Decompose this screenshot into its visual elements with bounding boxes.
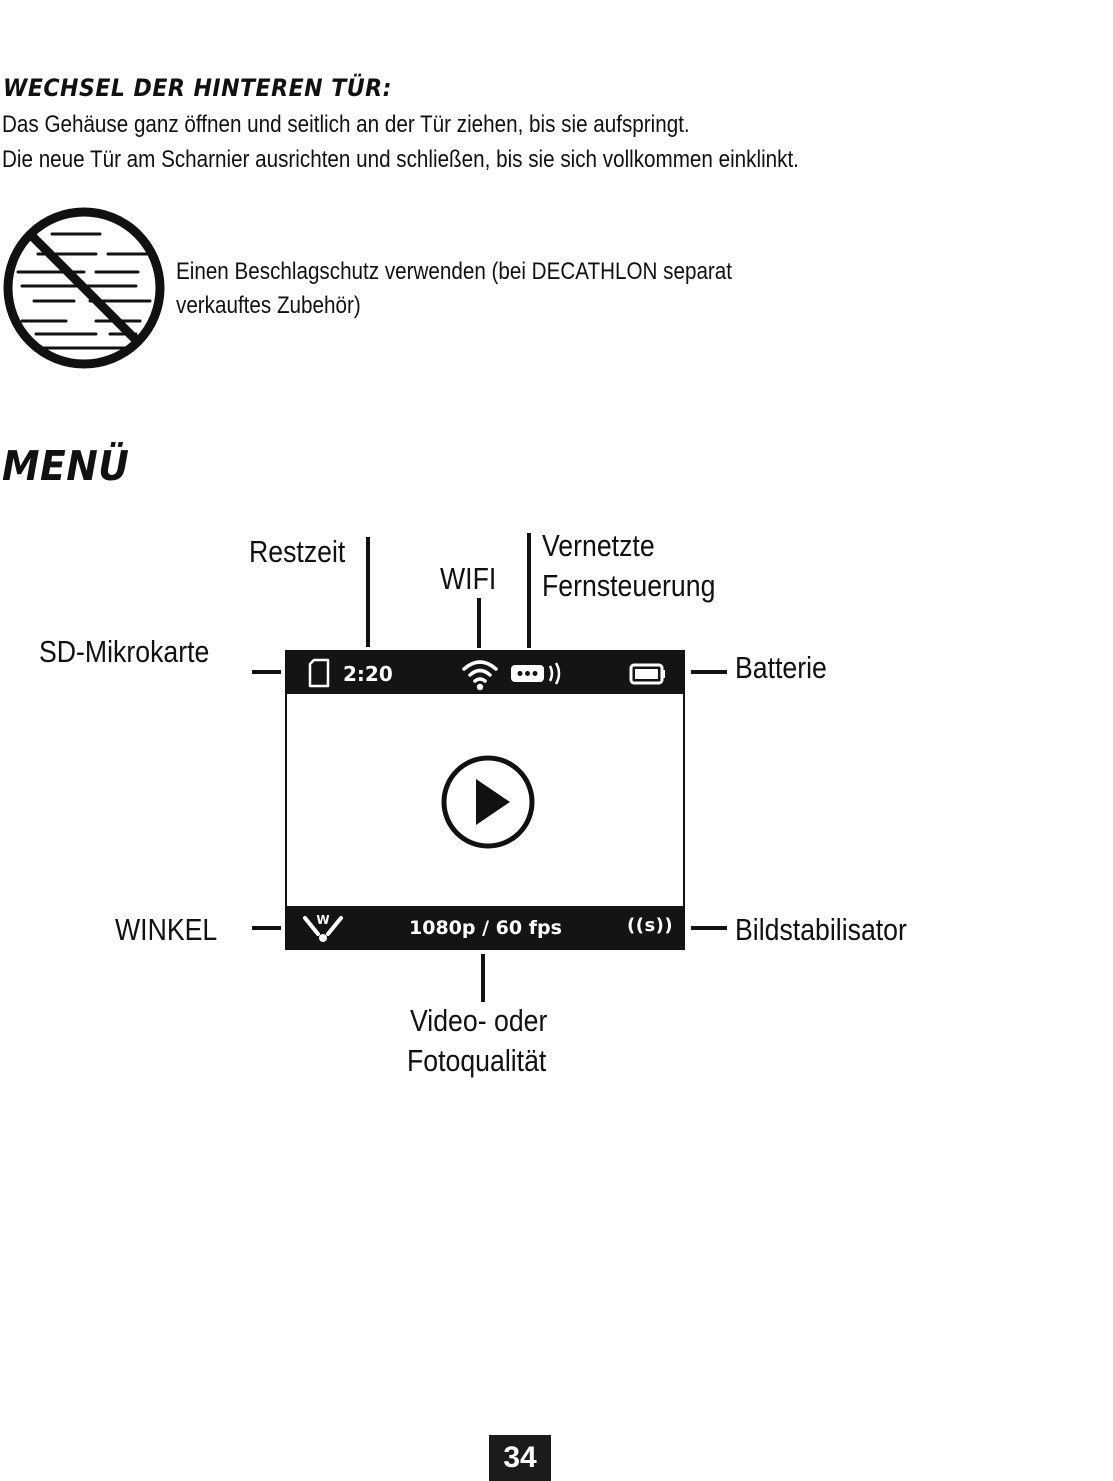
quality-readout: 1080p / 60 fps (409, 917, 562, 939)
label-remote-1: Vernetzte (542, 528, 655, 563)
wide-angle-icon: W (303, 913, 343, 942)
label-winkel: WINKEL (115, 912, 218, 947)
antifog-text-2: verkauftes Zubehör) (176, 292, 361, 319)
screen-status-bar: 2:20 (287, 652, 683, 694)
section-title-menu: MENÜ (2, 442, 130, 490)
angle-letter: W (316, 913, 329, 927)
sd-card-icon (308, 658, 330, 688)
battery-icon (629, 663, 665, 685)
page-number: 34 (489, 1435, 551, 1481)
time-remaining: 2:20 (343, 662, 393, 686)
section-title-door: WECHSEL DER HINTEREN TÜR: (3, 74, 392, 102)
label-wifi: WIFI (440, 561, 497, 596)
leader-stabilizer (691, 926, 727, 930)
leader-remote (527, 533, 531, 648)
leader-winkel (252, 926, 281, 930)
leader-battery (691, 670, 727, 674)
label-battery: Batterie (735, 650, 827, 685)
no-fog-icon (3, 207, 165, 369)
leader-sd-card (252, 670, 281, 674)
label-stabilizer: Bildstabilisator (735, 912, 907, 947)
leader-wifi (477, 598, 481, 648)
leader-restzeit (366, 537, 370, 647)
screen-info-bar: W 1080p / 60 fps ((s)) (287, 906, 683, 948)
door-instruction-2: Die neue Tür am Scharnier ausrichten und… (2, 146, 799, 173)
camera-screen: 2:20 (285, 650, 685, 950)
play-icon (441, 755, 535, 849)
remote-icon (511, 662, 561, 685)
antifog-text-1: Einen Beschlagschutz verwenden (bei DECA… (176, 258, 733, 285)
stabilizer-icon: ((s)) (627, 915, 674, 936)
leader-quality (481, 954, 485, 1002)
door-instruction-1: Das Gehäuse ganz öffnen und seitlich an … (2, 111, 690, 138)
label-remote-2: Fernsteuerung (542, 568, 716, 603)
wifi-icon (462, 660, 498, 691)
label-quality-2: Fotoqualität (407, 1043, 547, 1078)
label-sd-card: SD-Mikrokarte (39, 634, 210, 669)
label-quality-1: Video- oder (410, 1003, 548, 1038)
label-restzeit: Restzeit (249, 534, 346, 569)
